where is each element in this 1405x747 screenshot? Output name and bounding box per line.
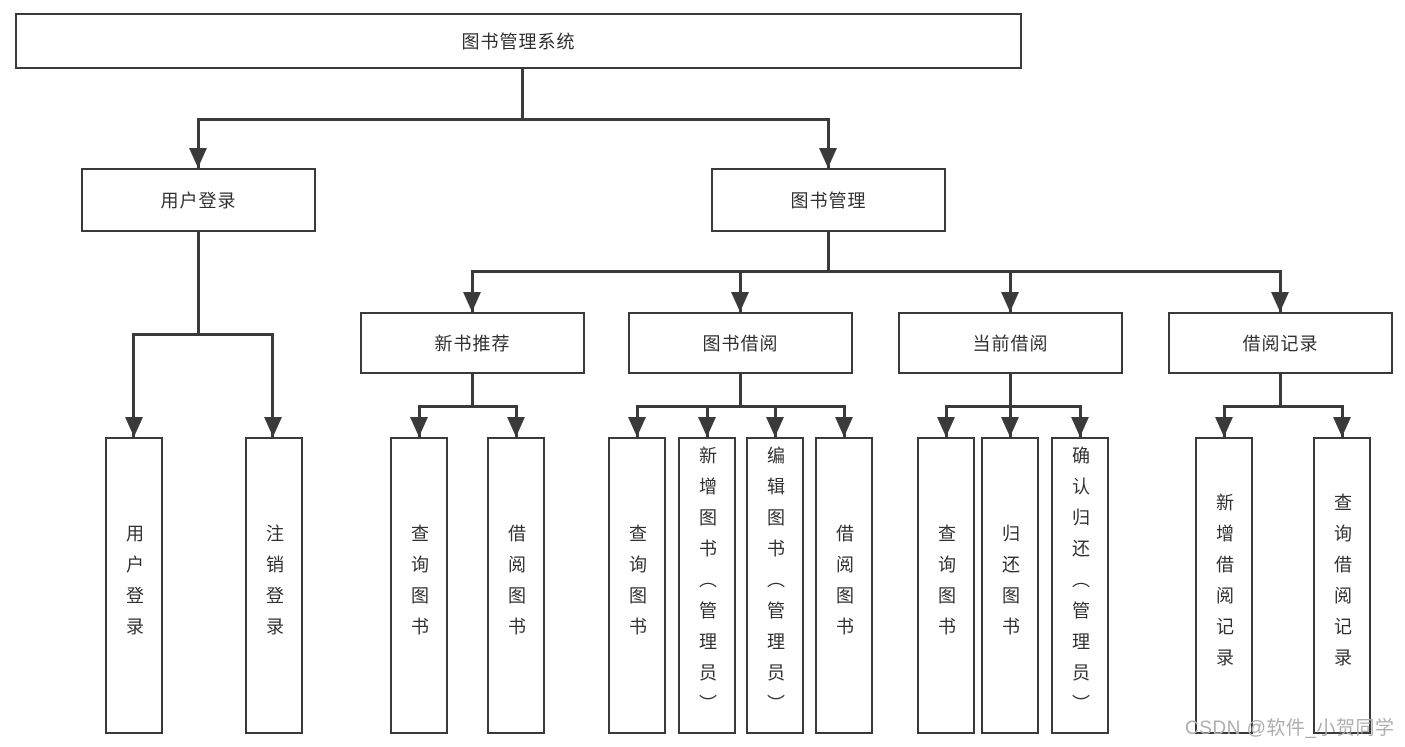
node-new-book-recommend-label: 新书推荐 [434,334,511,354]
arrow-to-s2-leaf4 [835,417,853,437]
leaf-s2-edit-books-admin: 编辑图书（管理员） [746,437,804,734]
node-current-borrow-label: 当前借阅 [972,334,1049,354]
connector-section1-stem [471,270,474,312]
leaf-s3-confirm-return-admin-label: 确认归还（管理员） [1070,446,1090,725]
leaf-s2-edit-books-admin-label: 编辑图书（管理员） [765,446,785,725]
node-user-login-label: 用户登录 [160,191,237,211]
arrow-to-s3-leaf1 [937,417,955,437]
node-new-book-recommend: 新书推荐 [360,312,585,374]
leaf-s2-add-books-admin-label: 新增图书（管理员） [697,446,717,725]
leaf-s2-query-books-label: 查询图书 [627,523,647,648]
arrow-to-login-leaf1 [125,417,143,437]
leaf-s4-add-borrow-record: 新增借阅记录 [1195,437,1253,734]
arrow-to-section3 [1001,292,1019,312]
node-root-label: 图书管理系统 [461,32,576,52]
connector-login-stem [197,118,200,168]
leaf-s2-borrow-books: 借阅图书 [815,437,873,734]
arrow-to-s2-leaf3 [766,417,784,437]
connector-level2-hline [197,118,830,121]
node-book-borrow: 图书借阅 [628,312,853,374]
arrow-to-section4 [1271,292,1289,312]
node-user-login: 用户登录 [81,168,316,232]
leaf-user-login: 用户登录 [105,437,163,734]
leaf-s1-query-books: 查询图书 [390,437,448,734]
node-borrow-records: 借阅记录 [1168,312,1393,374]
leaf-s1-borrow-books-label: 借阅图书 [506,523,526,648]
connector-login-leaf1-stem [132,333,135,437]
connector-section2-stem [739,270,742,312]
csdn-watermark: CSDN @软件_小贺同学 [1185,718,1395,739]
connector-management-stem [827,118,830,168]
leaf-s2-query-books: 查询图书 [608,437,666,734]
leaf-s4-query-borrow-record: 查询借阅记录 [1313,437,1371,734]
connector-section3-stem [1009,270,1012,312]
connector-login-hline [132,333,273,336]
leaf-s2-add-books-admin: 新增图书（管理员） [678,437,736,734]
leaf-s3-query-books-label: 查询图书 [936,523,956,648]
arrow-to-management [819,148,837,168]
leaf-s3-return-books-label: 归还图书 [1000,523,1020,648]
connector-s4-hline [1223,405,1343,408]
arrow-to-s2-leaf2 [698,417,716,437]
leaf-s3-query-books: 查询图书 [917,437,975,734]
leaf-user-login-label: 用户登录 [124,523,144,648]
node-book-borrow-label: 图书借阅 [702,334,779,354]
connector-root-stub [521,69,524,119]
connector-login-stub [197,232,200,335]
leaf-s1-query-books-label: 查询图书 [409,523,429,648]
leaf-s4-add-borrow-record-label: 新增借阅记录 [1214,492,1234,679]
connector-s3-hline [945,405,1081,408]
leaf-logout-label: 注销登录 [264,523,284,648]
connector-management-stub [827,232,830,272]
arrow-to-s4-leaf2 [1333,417,1351,437]
arrow-to-section2 [731,292,749,312]
leaf-s2-borrow-books-label: 借阅图书 [834,523,854,648]
leaf-logout: 注销登录 [245,437,303,734]
connector-login-leaf2-stem [271,333,274,437]
connector-s3-stub [1009,374,1012,407]
leaf-s3-return-books: 归还图书 [981,437,1039,734]
leaf-s1-borrow-books: 借阅图书 [487,437,545,734]
arrow-to-login-leaf2 [264,417,282,437]
node-book-management-label: 图书管理 [790,191,867,211]
arrow-to-s1-leaf2 [507,417,525,437]
arrow-to-s3-leaf3 [1071,417,1089,437]
node-root: 图书管理系统 [15,13,1022,69]
node-book-management: 图书管理 [711,168,946,232]
arrow-to-section1 [463,292,481,312]
connector-s1-stub [471,374,474,407]
arrow-to-login [189,148,207,168]
arrow-to-s2-leaf1 [628,417,646,437]
node-borrow-records-label: 借阅记录 [1242,334,1319,354]
arrow-to-s4-leaf1 [1215,417,1233,437]
connector-s2-hline [636,405,845,408]
connector-section4-stem [1279,270,1282,312]
connector-s2-stub [739,374,742,407]
connector-s4-stub [1279,374,1282,407]
connector-level3-hline [471,270,1281,273]
leaf-s4-query-borrow-record-label: 查询借阅记录 [1332,492,1352,679]
arrow-to-s1-leaf1 [410,417,428,437]
node-current-borrow: 当前借阅 [898,312,1123,374]
arrow-to-s3-leaf2 [1001,417,1019,437]
connector-s1-hline [418,405,517,408]
leaf-s3-confirm-return-admin: 确认归还（管理员） [1051,437,1109,734]
